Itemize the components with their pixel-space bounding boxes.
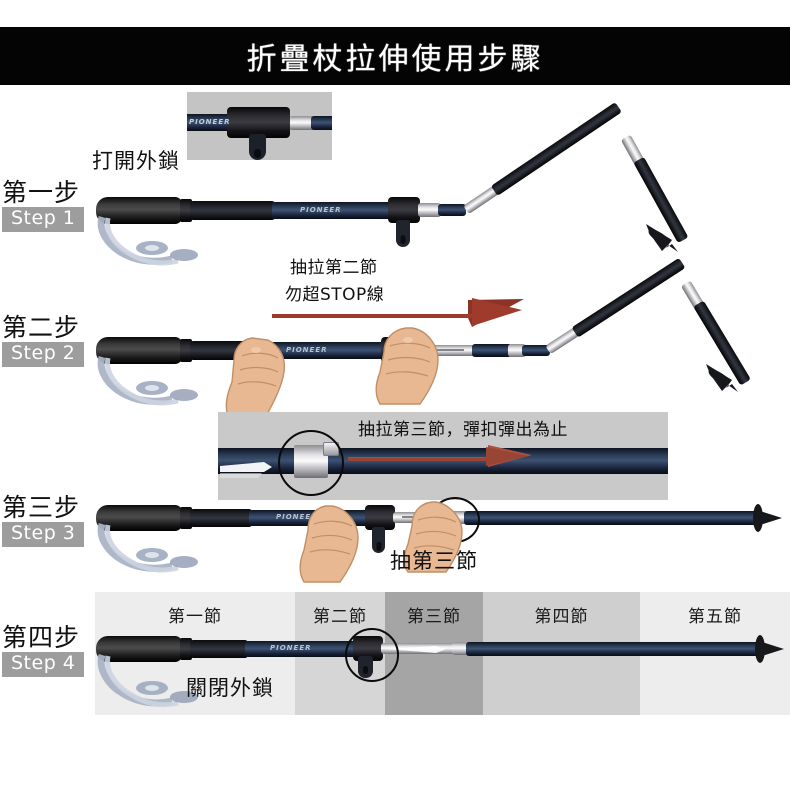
step-2-label-cn: 第二步 [2,313,81,342]
hand-left-step3 [299,505,359,583]
annotation-pull-second-1: 抽拉第二節 [290,258,378,278]
annotation-pull-third: 抽第三節 [390,549,478,573]
arrow-right-inset [348,445,532,467]
brand-text-step1: PIONEER [300,206,342,214]
third-section-closeup-inset: 抽拉第三節，彈扣彈出為止 [218,412,668,500]
arrow-right-step2 [272,298,524,327]
brand-text-inset: PIONEER [189,118,231,126]
segment-band-3: 第三節 [385,592,483,637]
segment-band-5: 第五節 [640,592,790,637]
pole-tip-step4 [755,635,784,663]
brand-text-step2: PIONEER [286,346,328,354]
segment-label-5: 第五節 [688,607,742,627]
highlight-circle-inset [278,430,344,496]
segment-label-3: 第三節 [407,607,461,627]
step-1-label-en: Step 1 [2,207,85,233]
wrist-strap-step2 [97,356,198,406]
page-title: 折疊杖拉伸使用步驟 [246,42,544,77]
segment-band-1: 第一節 [95,592,295,637]
annotation-close-lock: 關閉外鎖 [186,676,274,700]
step-4-badge: 第四步 Step 4 [2,623,106,678]
brand-text-step4: PIONEER [270,644,312,652]
step-4-label-en: Step 4 [2,652,85,678]
segment-legend: 第一節 第二節 第三節 第四節 第五節 [95,592,790,637]
step-2-badge: 第二步 Step 2 [2,313,106,368]
hand-left-step2 [225,337,286,417]
pole-tip-step2 [706,364,738,392]
segment-label-1: 第一節 [168,607,222,627]
step-1-label-cn: 第一步 [2,178,81,207]
segment-band-4: 第四節 [483,592,640,637]
step-3-label-en: Step 3 [2,522,85,548]
pole-tip-step3 [753,504,782,532]
segment-label-4: 第四節 [534,607,589,627]
wrist-strap-step3 [97,523,198,573]
pole-tip-step1 [646,224,678,252]
wrist-strap-step1 [97,216,198,266]
highlight-circle-step4 [345,628,399,682]
step-1-badge: 第一步 Step 1 [2,178,106,233]
step-3-label-cn: 第三步 [2,493,81,522]
brand-text-step3: PIONEER [276,513,318,521]
segment-label-2: 第二節 [313,607,367,627]
annotation-open-lock: 打開外鎖 [92,149,180,173]
header-bar [0,27,790,85]
lock-closeup-inset: PIONEER [187,92,332,160]
step-3-badge: 第三步 Step 3 [2,493,106,548]
wrist-strap-step4 [97,654,198,708]
hand-right-step3 [403,501,463,573]
hand-right-step2 [375,327,439,405]
step-2-label-en: Step 2 [2,342,85,368]
annotation-inset-third: 抽拉第三節，彈扣彈出為止 [358,420,568,440]
step-4-label-cn: 第四步 [2,623,81,652]
annotation-pull-second-2: 勿超STOP線 [285,285,385,305]
